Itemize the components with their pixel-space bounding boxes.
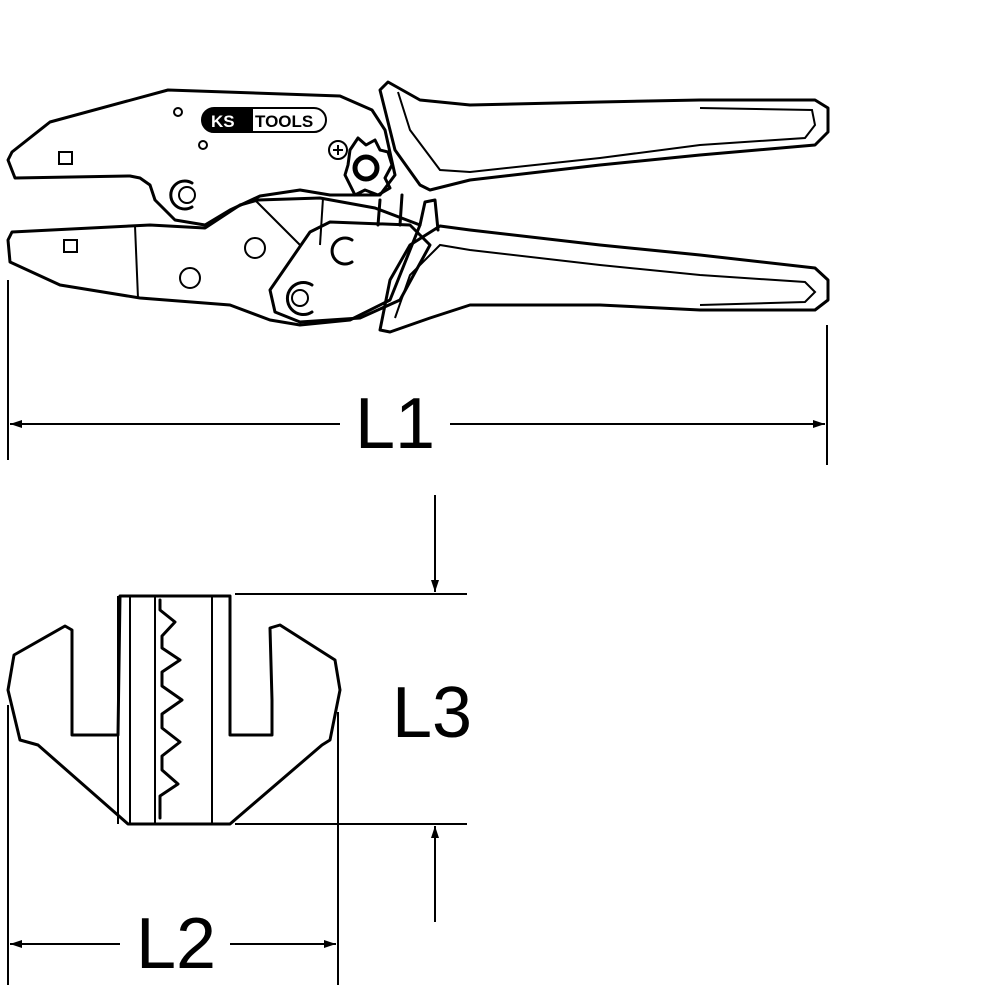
- l1-label: L1: [355, 384, 435, 464]
- logo-ks: KS: [211, 112, 235, 131]
- pliers-drawing: KS TOOLS: [6, 80, 830, 334]
- c-pin: [169, 179, 194, 211]
- jaw-square: [63, 239, 78, 253]
- l3-label: L3: [392, 673, 472, 753]
- lower-handle: [378, 224, 830, 334]
- pin: [291, 289, 309, 307]
- pin: [244, 237, 266, 259]
- jaw-square: [58, 151, 73, 165]
- rivet: [173, 107, 183, 117]
- lever-link: [268, 220, 432, 324]
- dimension-l1: L1: [7, 280, 828, 465]
- upper-jaw: [6, 88, 397, 227]
- c-pin: [330, 236, 354, 266]
- upper-handle: [378, 80, 830, 192]
- logo-tools: TOOLS: [255, 112, 313, 131]
- screw-icon: [328, 140, 348, 160]
- ratchet-gear: [343, 136, 394, 197]
- c-pin: [285, 281, 314, 316]
- die-teeth: [158, 598, 184, 820]
- dimension-l2: L2: [7, 705, 339, 985]
- dimension-l3: L3: [235, 495, 472, 922]
- lower-jaw: [6, 196, 422, 327]
- pin: [178, 186, 196, 204]
- crimp-die-drawing: [6, 594, 342, 826]
- ks-tools-logo: KS TOOLS: [201, 107, 327, 133]
- pin: [179, 267, 201, 289]
- rivet: [198, 140, 208, 150]
- l2-label: L2: [136, 904, 216, 984]
- gear-hub: [352, 154, 380, 182]
- die-outline: [6, 594, 342, 826]
